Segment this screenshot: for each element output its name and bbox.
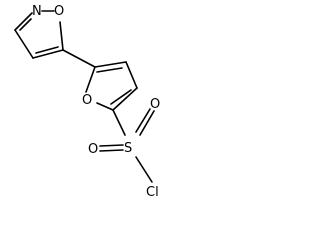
bond-furan-O-C5: [85, 66, 96, 93]
molecule-drawing: N O O S O O Cl: [14, 4, 160, 200]
bond-ring-linker: [62, 49, 96, 68]
atom-label-furan-O: O: [82, 93, 92, 108]
bond-C2-S: [112, 109, 126, 136]
bond-isoxazole-double-2: [35, 46, 59, 54]
structure-diagram: N O O S O O Cl: [14, 4, 160, 200]
atom-label-sulfonyl-O-top: O: [150, 97, 160, 112]
bond-furan-double-1: [96, 67, 123, 73]
bond-furan-double-2: [110, 89, 132, 105]
bond-furan-C2-O: [96, 102, 114, 111]
bond-isoxazole-C3-C4: [14, 29, 34, 59]
atom-label-isoxazole-N: N: [32, 4, 42, 19]
bond-isoxazole-N-C3: [14, 12, 33, 31]
bond-S-O-top-a: [135, 108, 151, 133]
bond-S-Cl: [135, 156, 153, 183]
bond-isoxazole-C5-O: [59, 21, 64, 51]
bond-isoxazole-double-1: [19, 18, 32, 31]
bond-furan-C5-C4: [94, 61, 127, 68]
bond-furan-C3-C2: [112, 87, 138, 111]
bond-S-O-top-b: [139, 110, 155, 136]
atom-label-sulfonyl-O-left: O: [88, 142, 98, 157]
bond-furan-C4-C3: [125, 61, 138, 89]
atom-label-chlorine: Cl: [146, 185, 159, 200]
atom-label-sulfur: S: [124, 141, 132, 156]
bond-S-O-left-a: [99, 144, 124, 147]
bond-S-O-left-b: [99, 149, 124, 152]
atom-label-isoxazole-O: O: [54, 4, 64, 19]
bond-isoxazole-C4-C5: [32, 49, 64, 59]
